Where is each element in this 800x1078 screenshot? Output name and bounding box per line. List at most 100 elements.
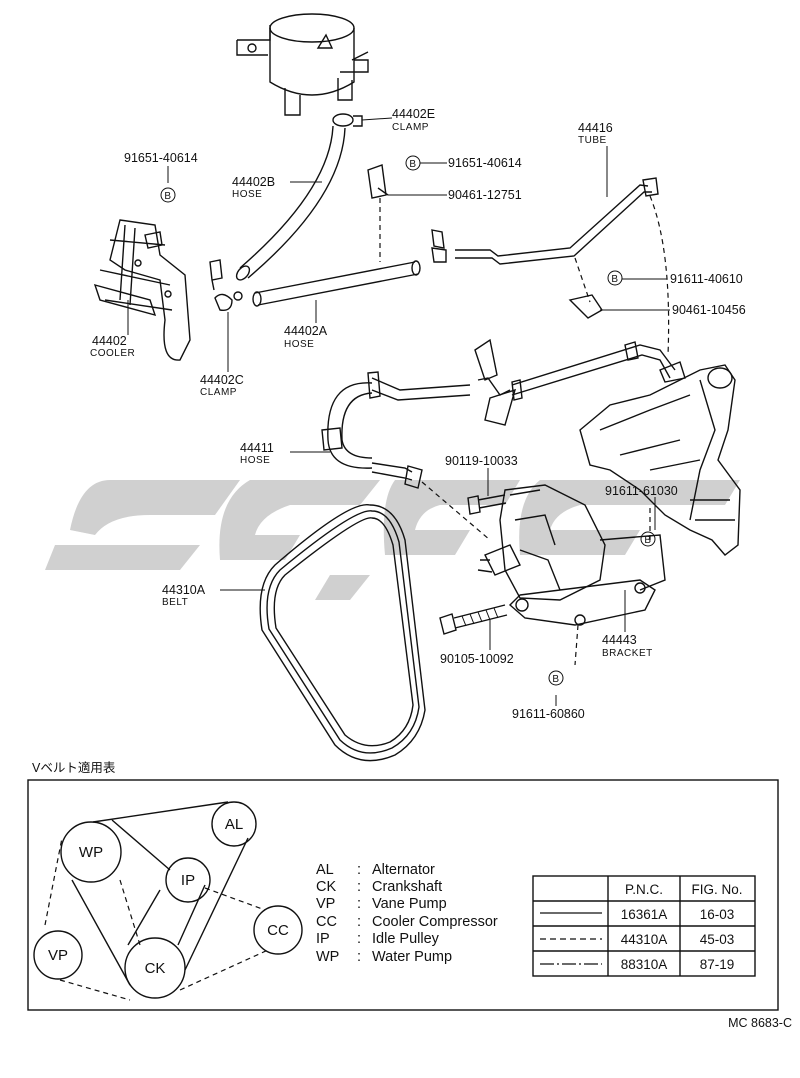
svg-text:B: B bbox=[409, 159, 416, 170]
svg-text:B: B bbox=[611, 274, 618, 285]
svg-text:Crankshaft: Crankshaft bbox=[372, 879, 442, 895]
callout-labels: 44402E CLAMP 91651-40614 44402B HOSE 916… bbox=[90, 107, 746, 721]
svg-text::: : bbox=[357, 949, 361, 965]
callout-44416-sub: TUBE bbox=[578, 135, 607, 146]
svg-text:CK: CK bbox=[145, 960, 166, 977]
callout-44402c-sub: CLAMP bbox=[200, 387, 237, 398]
callout-90119-10033: 90119-10033 bbox=[445, 454, 518, 468]
svg-text:VP: VP bbox=[48, 947, 68, 964]
leader-lines bbox=[127, 117, 670, 706]
belt-44310a bbox=[259, 503, 426, 762]
svg-text::: : bbox=[357, 914, 361, 930]
callout-44402b-sub: HOSE bbox=[232, 189, 262, 200]
callout-44411: 44411 bbox=[240, 441, 274, 455]
callout-44310a-sub: BELT bbox=[162, 597, 188, 608]
svg-text:CC: CC bbox=[267, 922, 289, 939]
svg-text:CC: CC bbox=[316, 914, 337, 930]
callout-91651-40614-a: 91651-40614 bbox=[124, 151, 198, 165]
callout-91611-61030: 91611-61030 bbox=[605, 484, 678, 498]
belt-table-frame bbox=[27, 779, 779, 1011]
bolt-90119-10033 bbox=[467, 494, 507, 515]
callout-44310a: 44310A bbox=[162, 583, 206, 597]
bolt-marker-1: B bbox=[160, 187, 176, 203]
pulley-vp: VP bbox=[33, 930, 83, 980]
callout-44402e: 44402E bbox=[392, 107, 435, 121]
belt-routes bbox=[44, 801, 269, 1001]
bolt-marker-4: B bbox=[640, 531, 656, 547]
svg-text:VP: VP bbox=[316, 896, 335, 912]
svg-text:Vane Pump: Vane Pump bbox=[372, 896, 447, 912]
clamp-44402e bbox=[332, 113, 363, 127]
svg-text:Water Pump: Water Pump bbox=[372, 949, 452, 965]
svg-text::: : bbox=[357, 896, 361, 912]
svg-text:Alternator: Alternator bbox=[372, 862, 435, 878]
table-header-pnc: P.N.C. bbox=[625, 882, 663, 897]
callout-44402: 44402 bbox=[92, 334, 127, 348]
svg-text::: : bbox=[357, 879, 361, 895]
svg-text:AL: AL bbox=[316, 862, 334, 878]
svg-text:AL: AL bbox=[225, 816, 243, 833]
svg-text:B: B bbox=[552, 674, 559, 685]
watermark-logo bbox=[45, 480, 740, 600]
clip-90461-10456 bbox=[568, 294, 603, 319]
hose-44411 bbox=[321, 371, 471, 489]
pulley-wp: WP bbox=[60, 821, 122, 883]
pulley-cc: CC bbox=[253, 905, 303, 955]
svg-text:B: B bbox=[164, 191, 171, 202]
svg-text:IP: IP bbox=[181, 872, 195, 889]
bolt-marker-5: B bbox=[548, 670, 564, 686]
bolt-marker-2: B bbox=[405, 155, 421, 171]
pnc-table: P.N.C. FIG. No. 16361A 16-03 44310A 45-0… bbox=[532, 875, 756, 977]
belt-table-title: Vベルト適用表 bbox=[32, 760, 116, 775]
callout-44402a-sub: HOSE bbox=[284, 339, 314, 350]
callout-44402a: 44402A bbox=[284, 324, 328, 338]
reservoir-tank bbox=[236, 13, 369, 116]
callout-44443: 44443 bbox=[602, 633, 637, 647]
callout-44402c: 44402C bbox=[200, 373, 244, 387]
tube-44416 bbox=[431, 177, 659, 265]
callout-90461-10456: 90461-10456 bbox=[672, 303, 746, 317]
svg-text:IP: IP bbox=[316, 931, 330, 947]
cooler-44402 bbox=[93, 219, 191, 361]
table-row-pnc: 44310A bbox=[621, 932, 668, 947]
svg-text:Cooler Compressor: Cooler Compressor bbox=[372, 914, 498, 930]
callout-44402b: 44402B bbox=[232, 175, 275, 189]
clamp-44402c bbox=[209, 259, 243, 311]
callout-44402e-sub: CLAMP bbox=[392, 122, 429, 133]
hose-44402b bbox=[235, 125, 346, 281]
table-row-fig: 16-03 bbox=[700, 907, 735, 922]
table-row-fig: 45-03 bbox=[700, 932, 735, 947]
callout-91611-40610: 91611-40610 bbox=[670, 272, 743, 286]
pulley-legend: AL: Alternator CK: Crankshaft VP: Vane Pump… bbox=[316, 862, 498, 965]
svg-text:WP: WP bbox=[79, 844, 103, 861]
clamp-90461-12751 bbox=[367, 164, 389, 199]
vane-pump-bracket-44443 bbox=[477, 484, 666, 626]
svg-text:Idle Pulley: Idle Pulley bbox=[372, 931, 440, 947]
svg-text:B: B bbox=[644, 535, 651, 546]
pressure-tube bbox=[474, 338, 676, 426]
hose-44402a bbox=[252, 260, 421, 307]
svg-text::: : bbox=[357, 931, 361, 947]
table-row-pnc: 88310A bbox=[621, 957, 668, 972]
callout-91611-60860: 91611-60860 bbox=[512, 707, 585, 721]
table-row-pnc: 16361A bbox=[621, 907, 668, 922]
svg-text:WP: WP bbox=[316, 949, 339, 965]
pulley-ck: CK bbox=[124, 937, 186, 999]
callout-44411-sub: HOSE bbox=[240, 455, 270, 466]
callout-44416: 44416 bbox=[578, 121, 613, 135]
steering-gearbox bbox=[579, 361, 741, 556]
callout-44402-sub: COOLER bbox=[90, 348, 135, 359]
bolt-marker-3: B bbox=[607, 270, 623, 286]
table-row-fig: 87-19 bbox=[700, 957, 735, 972]
svg-text:CK: CK bbox=[316, 879, 336, 895]
figure-code: MC 8683-C bbox=[728, 1016, 792, 1030]
svg-text::: : bbox=[357, 862, 361, 878]
callout-91651-40614-b: 91651-40614 bbox=[448, 156, 522, 170]
callout-90461-12751: 90461-12751 bbox=[448, 188, 522, 202]
bolt-90105-10092 bbox=[439, 604, 508, 635]
callout-90105-10092: 90105-10092 bbox=[440, 652, 514, 666]
pulley-ip: IP bbox=[165, 857, 211, 903]
pulley-al: AL bbox=[211, 801, 257, 847]
callout-44443-sub: BRACKET bbox=[602, 648, 653, 659]
